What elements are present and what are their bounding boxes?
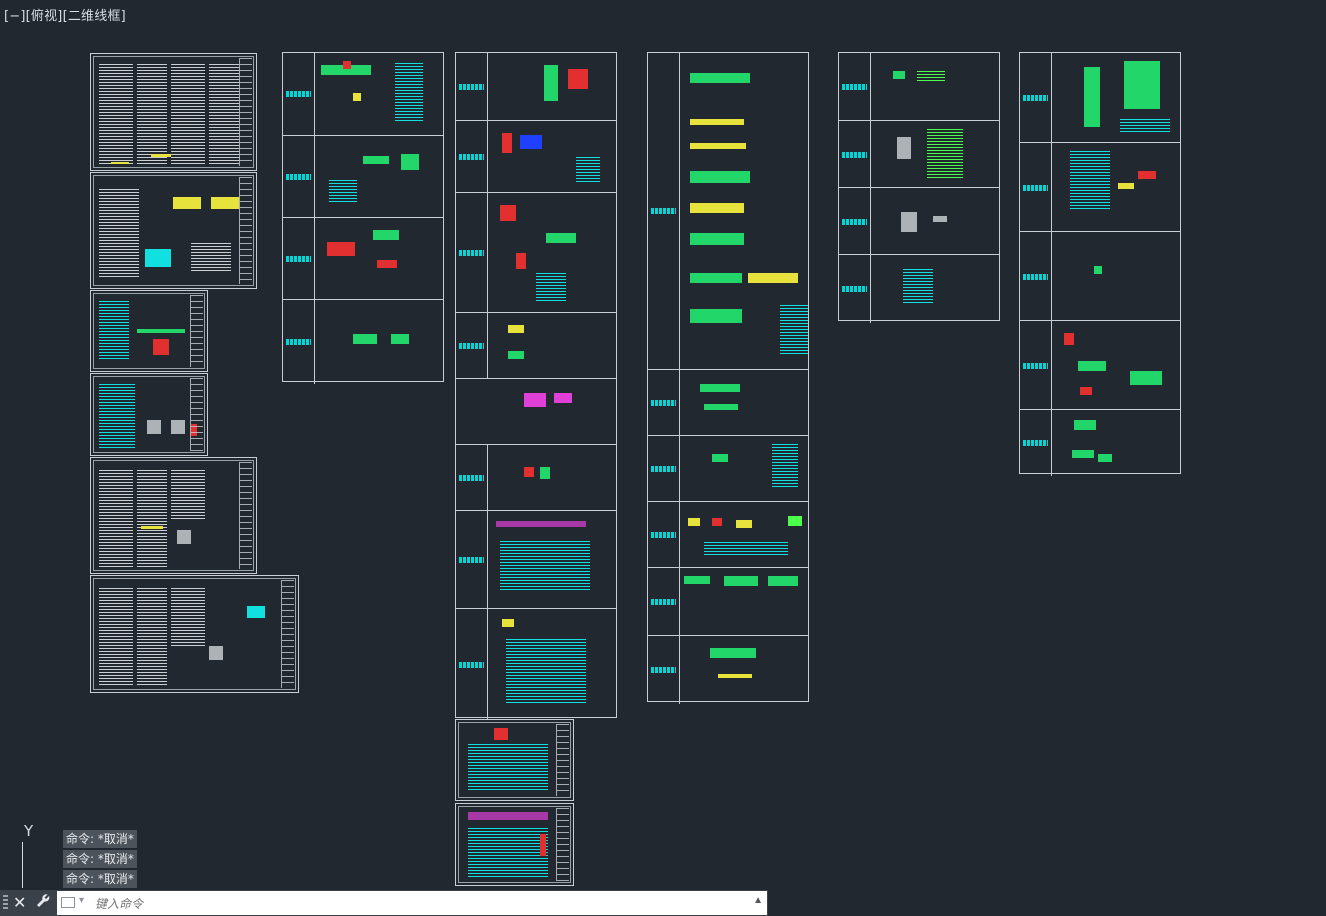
chevron-down-icon[interactable]: ▾	[79, 895, 85, 906]
command-history-line-1: 命令: *取消*	[63, 830, 137, 848]
drag-grip-icon[interactable]	[3, 895, 8, 911]
drawing-sheet-1[interactable]	[90, 53, 257, 171]
drawing-sheet-5[interactable]	[90, 457, 257, 574]
chevron-up-icon[interactable]: ▲	[753, 895, 763, 906]
command-line-bar: ✕ ▾ ▲	[0, 890, 768, 916]
detail-board-c[interactable]	[647, 52, 809, 704]
detail-board-d[interactable]	[838, 52, 1000, 323]
detail-board-a[interactable]	[282, 52, 444, 384]
viewport-controls-label[interactable]: [−][俯视][二维线框]	[4, 9, 126, 24]
detail-board-b[interactable]	[455, 52, 617, 720]
command-input-area[interactable]: ▾ ▲	[57, 891, 767, 915]
drawing-sheet-2[interactable]	[90, 172, 257, 289]
close-icon[interactable]: ✕	[13, 893, 27, 912]
drawing-sheet-6[interactable]	[90, 575, 299, 693]
drawing-sheet-3[interactable]	[90, 290, 208, 372]
command-input[interactable]	[93, 893, 749, 915]
drawing-sheet-4[interactable]	[90, 373, 208, 456]
command-history-line-3: 命令: *取消*	[63, 870, 137, 888]
drawing-sheet-8[interactable]	[455, 803, 574, 886]
command-prompt-icon[interactable]	[61, 897, 75, 908]
wrench-icon[interactable]	[35, 893, 51, 913]
drawing-sheet-7[interactable]	[455, 719, 574, 801]
detail-board-e[interactable]	[1019, 52, 1181, 476]
command-history-line-2: 命令: *取消*	[63, 850, 137, 868]
ucs-y-label: Y	[24, 822, 34, 840]
